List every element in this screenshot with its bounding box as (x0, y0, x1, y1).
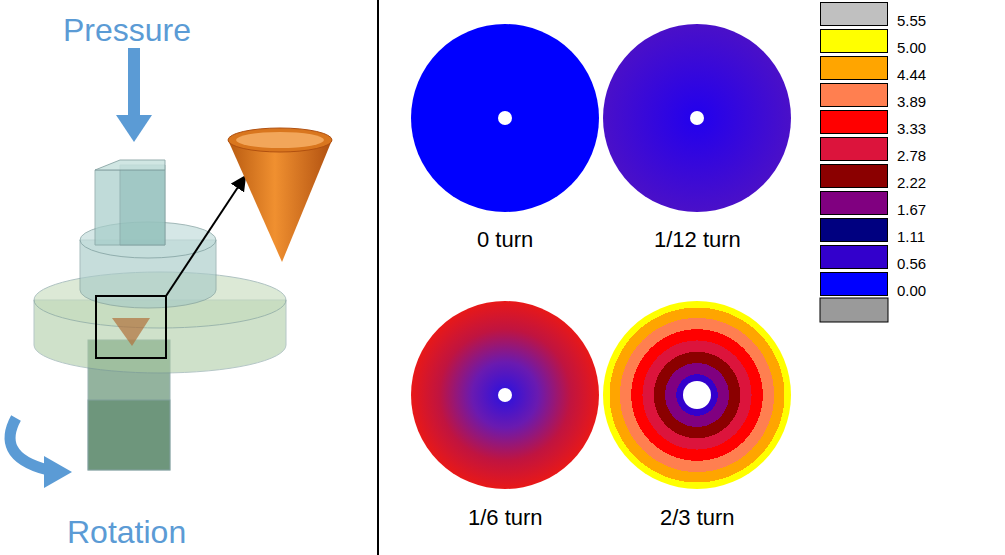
load-label: Pressure (63, 12, 191, 49)
legend-value: 5.00 (897, 39, 926, 56)
rotation-arrow (10, 418, 72, 488)
legend-value: 3.89 (897, 93, 926, 110)
legend-value: 3.33 (897, 120, 926, 137)
legend-swatch (820, 218, 888, 242)
turn-caption: 1/12 turn (654, 227, 741, 253)
pressure-arrow (116, 48, 152, 142)
zoom-arrow (166, 178, 244, 296)
legend-value: 1.11 (897, 228, 925, 245)
legend-value: 2.78 (897, 147, 926, 164)
legend-value: 2.22 (897, 174, 926, 191)
divider (377, 0, 379, 555)
sample-cone (228, 128, 332, 262)
legend-swatch (820, 245, 888, 269)
legend-swatch (820, 29, 888, 53)
legend-swatch (820, 110, 888, 134)
zoom-box (96, 296, 166, 358)
legend-swatch (820, 2, 888, 26)
legend-swatch (820, 56, 888, 80)
load-label: Rotation (67, 514, 186, 551)
legend-value: 0.56 (897, 255, 926, 272)
strain-maps (411, 24, 791, 489)
legend-swatch (820, 191, 888, 215)
legend-underflow (820, 298, 888, 322)
legend-swatch (820, 272, 888, 296)
legend-swatch (820, 137, 888, 161)
hpt-apparatus (34, 160, 286, 470)
legend-swatch (820, 164, 888, 188)
legend-value: 0.00 (897, 282, 926, 299)
legend-value: 5.55 (897, 12, 926, 29)
turn-caption: 1/6 turn (468, 505, 543, 531)
legend-swatch (820, 83, 888, 107)
legend-value: 1.67 (897, 201, 926, 218)
turn-caption: 2/3 turn (660, 505, 735, 531)
legend-value: 4.44 (897, 66, 926, 83)
turn-caption: 0 turn (477, 227, 533, 253)
